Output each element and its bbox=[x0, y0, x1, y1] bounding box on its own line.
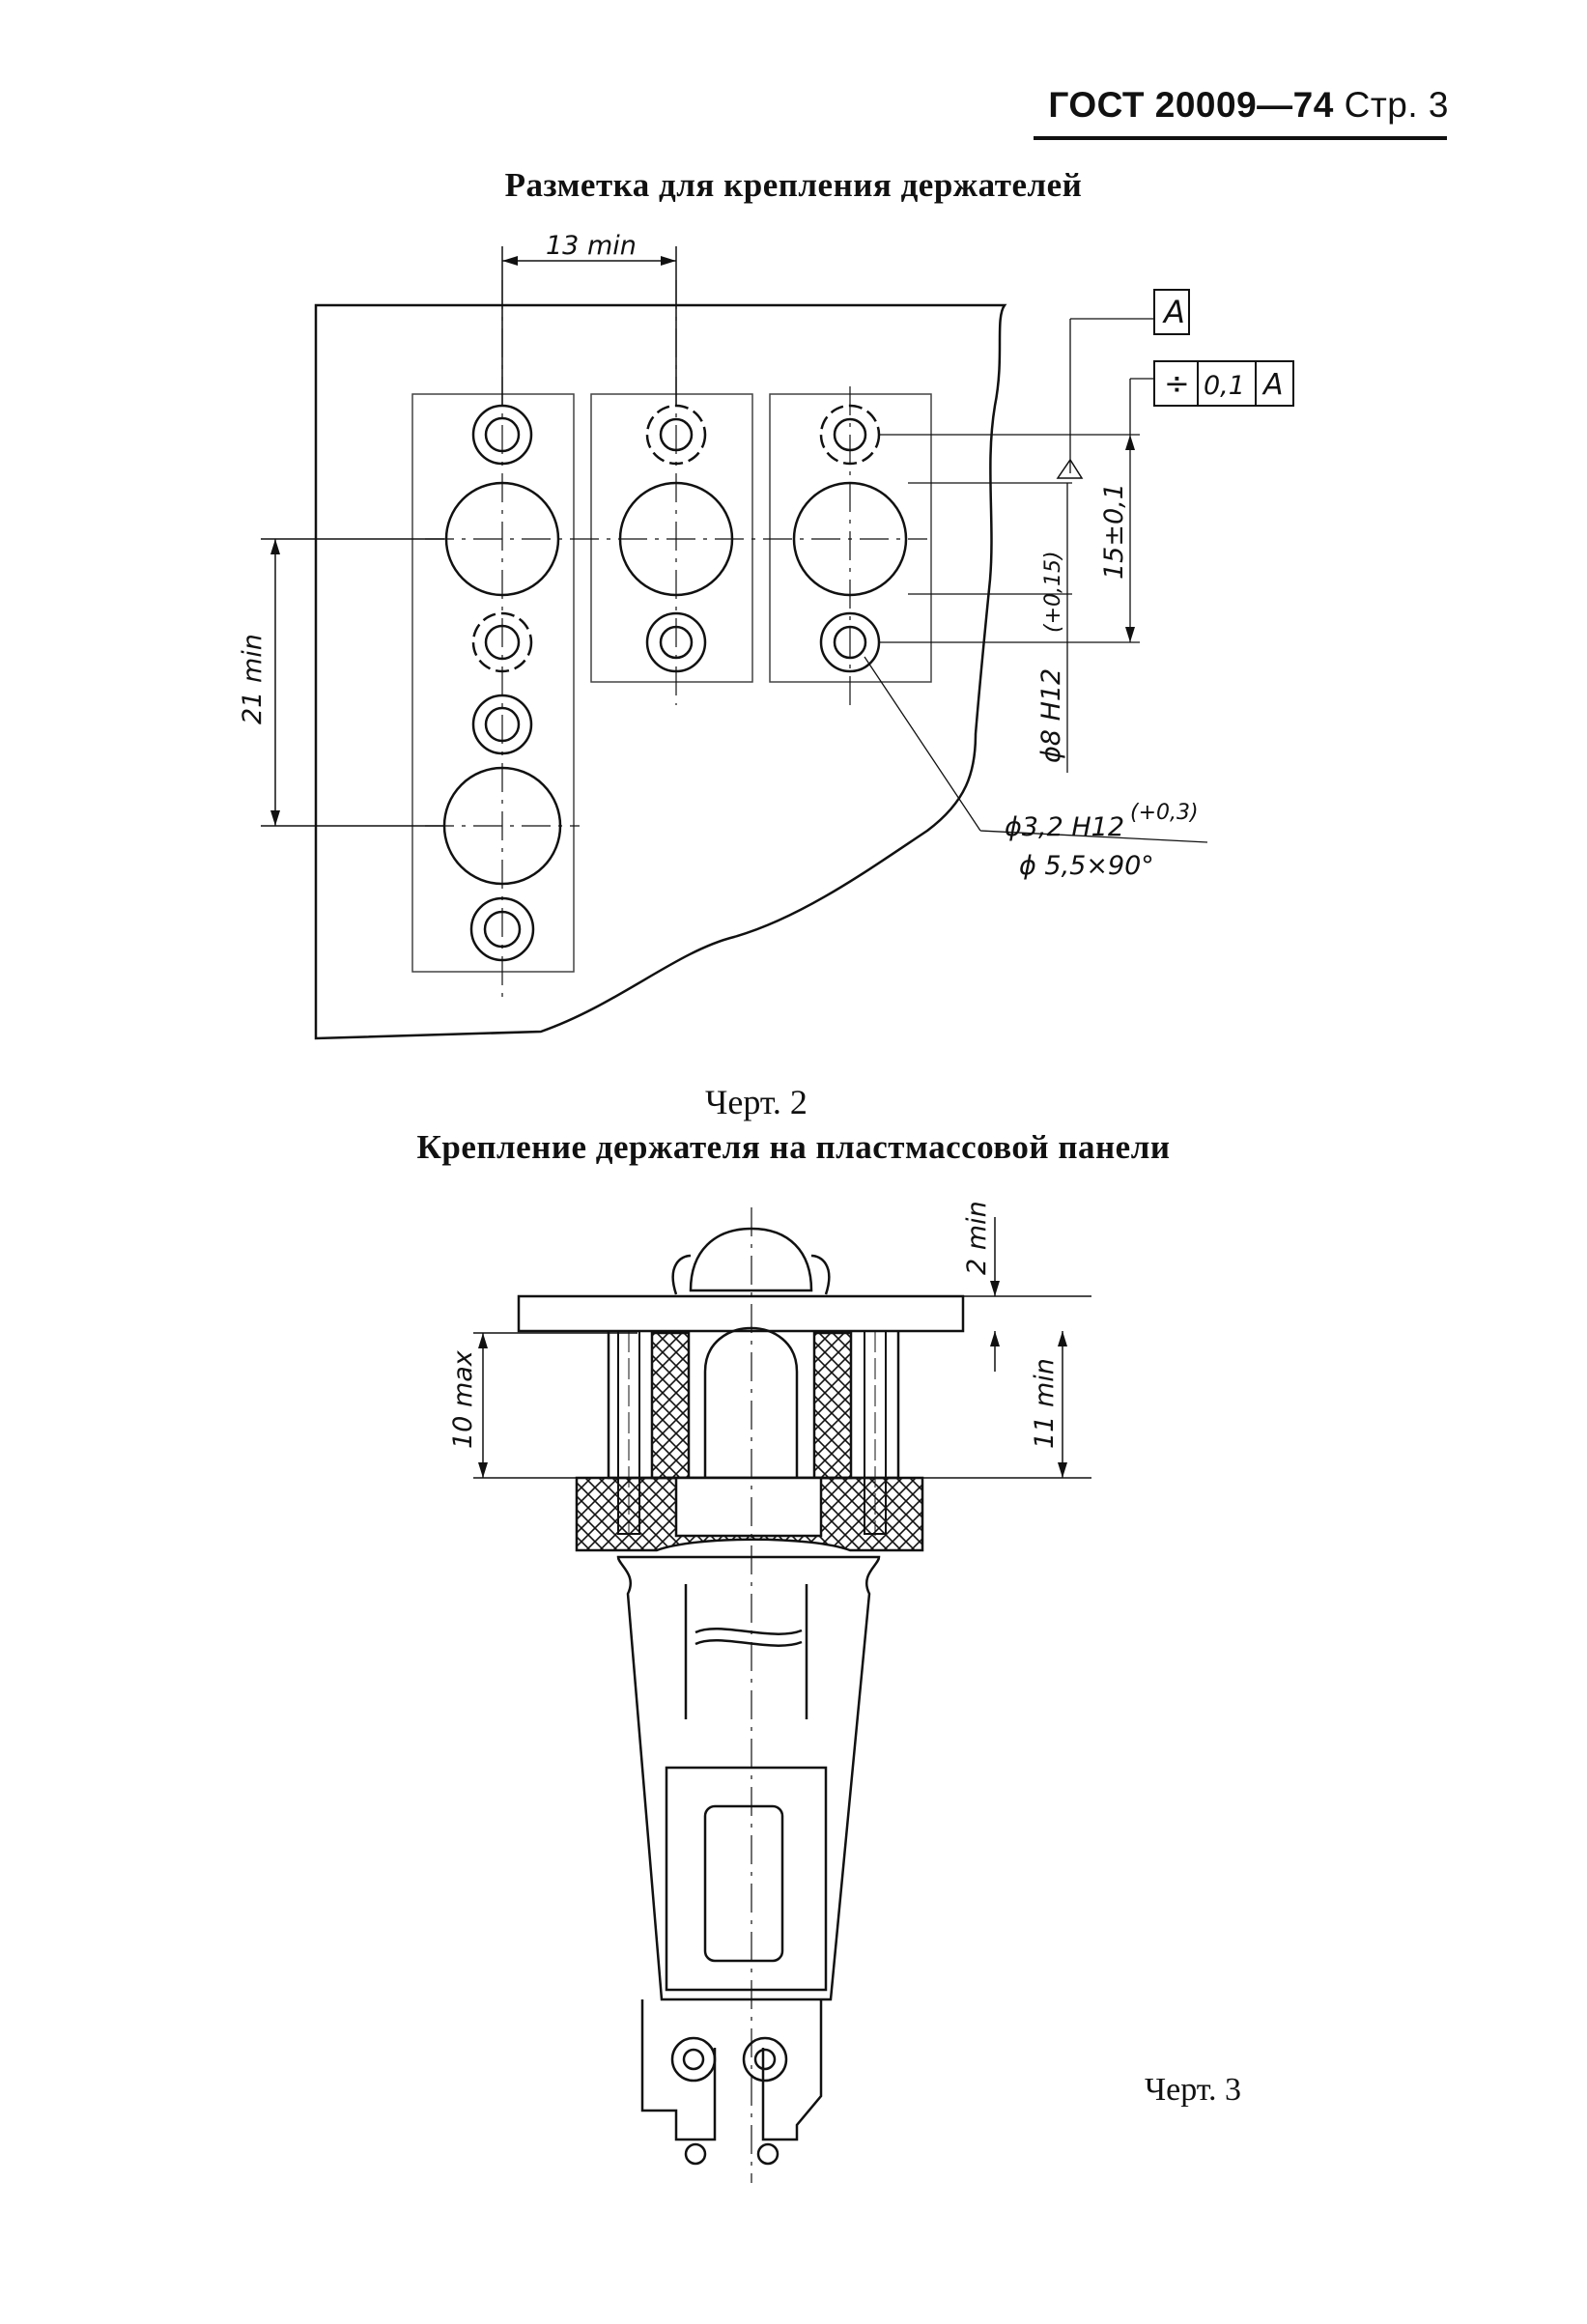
dim-13min: 13 min bbox=[546, 231, 637, 261]
datum-triangle bbox=[1056, 458, 1084, 479]
zone-rect-2 bbox=[590, 393, 753, 683]
plate-outline bbox=[314, 303, 1007, 1040]
dim-15: 15±0,1 bbox=[1099, 483, 1129, 580]
contact-window bbox=[703, 1804, 784, 1963]
tolerance-frame bbox=[1153, 360, 1294, 407]
dim-10max: 10 max bbox=[448, 1349, 478, 1449]
drawing-1-title: Разметка для крепления держателей bbox=[504, 166, 1083, 204]
dim-21min: 21 min bbox=[238, 634, 268, 724]
page-header: ГОСТ 20009—74 Стр. 3 bbox=[1043, 85, 1449, 126]
drawing-2-title: Крепление держателя на пластмассовой пан… bbox=[416, 1128, 1171, 1166]
base-block bbox=[575, 1476, 924, 1552]
tolerance-datum: A bbox=[1261, 368, 1284, 402]
datum-letter: A bbox=[1162, 294, 1185, 330]
tolerance-symbol: ÷ bbox=[1164, 365, 1190, 402]
dim-hole-large: ϕ8 H12 bbox=[1036, 668, 1066, 763]
standard-number: ГОСТ 20009—74 bbox=[1048, 85, 1334, 125]
drawing-1-caption: Черт. 2 bbox=[705, 1083, 808, 1121]
datum-box bbox=[1153, 289, 1190, 335]
dim-hole-large-tol: (+0,15) bbox=[1041, 551, 1065, 633]
lamp-dome bbox=[689, 1227, 813, 1292]
holder-upper-body bbox=[607, 1331, 900, 1480]
dim-2min: 2 min bbox=[962, 1201, 992, 1275]
dim-countersink: ϕ 5,5×90° bbox=[1019, 851, 1154, 881]
zone-rect-1 bbox=[411, 393, 575, 973]
page-number: Стр. 3 bbox=[1344, 85, 1449, 125]
dim-hole-small: ϕ3,2 H12 bbox=[1005, 812, 1124, 842]
panel-plate bbox=[517, 1294, 965, 1333]
drawing-1: 13 min 21 min 15±0,1 ϕ8 H12 (+0,15) A ÷ … bbox=[238, 231, 1294, 1040]
header-rule bbox=[1034, 136, 1447, 140]
dim-hole-small-tol: (+0,3) bbox=[1130, 801, 1199, 825]
tolerance-value: 0,1 bbox=[1204, 371, 1245, 401]
dim-11min: 11 min bbox=[1030, 1358, 1060, 1449]
bulb-outline bbox=[703, 1326, 799, 1507]
drawing-2-caption: Черт. 3 bbox=[1145, 2072, 1242, 2108]
holder-lower-body bbox=[616, 1555, 881, 2001]
